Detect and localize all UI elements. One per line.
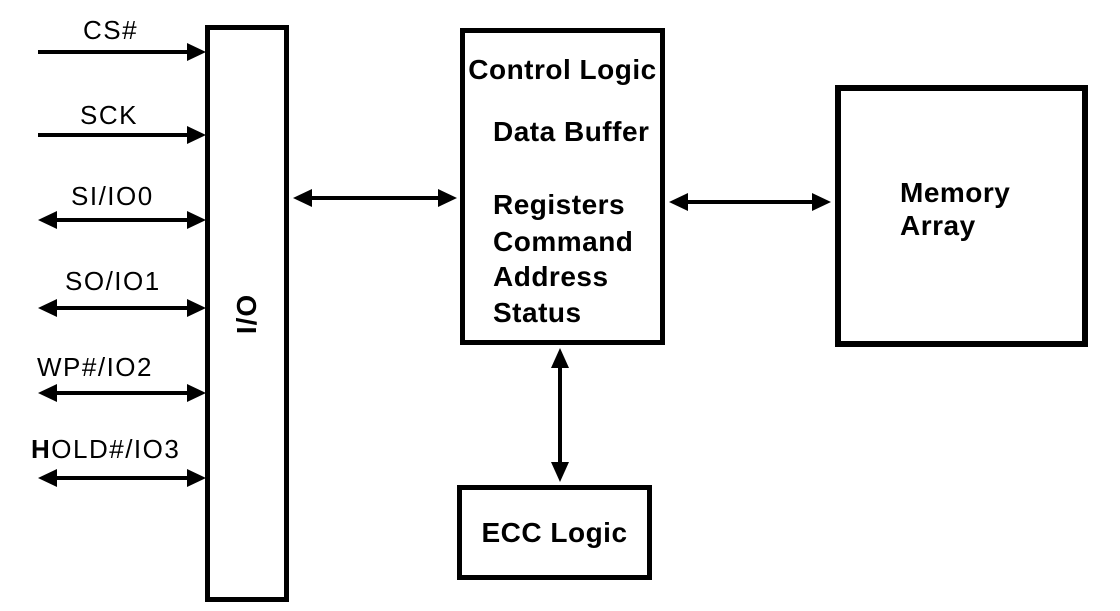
connector-io-control: [293, 189, 457, 207]
ecc-logic-label: ECC Logic: [481, 516, 628, 548]
connector-control-ecc: [551, 348, 569, 482]
memory-array-label-line1: Memory: [900, 177, 1011, 208]
control-logic-item-data-buffer: Data Buffer: [493, 116, 650, 147]
control-logic-item-command: Command: [493, 226, 634, 257]
signal-label-hold-io3: HOLD#/IO3: [31, 434, 180, 464]
signal-arrow-hold-io3: [38, 469, 206, 487]
memory-array-block: Memory Array: [835, 85, 1088, 347]
signal-arrow-sck: [38, 126, 206, 144]
signal-label-cs: CS#: [83, 15, 139, 45]
ecc-logic-block: ECC Logic: [457, 485, 652, 580]
control-logic-item-address: Address: [493, 261, 609, 292]
signal-label-so-io1: SO/IO1: [65, 266, 161, 296]
signal-arrow-cs: [38, 43, 206, 61]
signal-arrow-si-io0: [38, 211, 206, 229]
signal-label-hold-io3-bold-prefix: H: [31, 434, 52, 464]
connector-control-memory: [669, 193, 831, 211]
control-logic-title: Control Logic: [468, 54, 657, 85]
control-logic-item-registers: Registers: [493, 189, 626, 220]
io-block: I/O: [205, 25, 289, 602]
signal-arrow-wp-io2: [38, 384, 206, 402]
control-logic-item-status: Status: [493, 297, 582, 328]
signal-label-hold-io3-rest: OLD#/IO3: [51, 434, 181, 464]
memory-array-label-line2: Array: [900, 210, 976, 241]
memory-array-label: Memory Array: [900, 176, 1010, 242]
io-block-label: I/O: [231, 293, 262, 334]
signal-label-si-io0: SI/IO0: [71, 181, 154, 211]
signal-arrow-so-io1: [38, 299, 206, 317]
signal-label-wp-io2: WP#/IO2: [37, 352, 153, 382]
control-logic-block: Control Logic Data Buffer Registers Comm…: [460, 28, 665, 345]
signal-label-sck: SCK: [80, 100, 138, 130]
